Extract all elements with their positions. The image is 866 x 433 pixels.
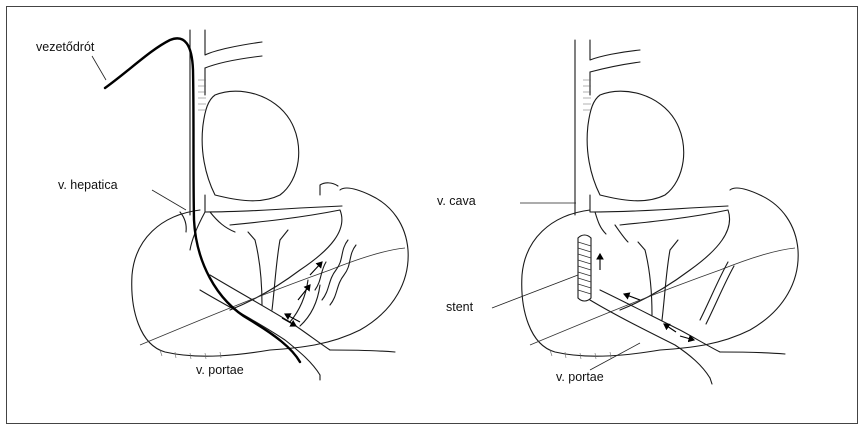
portal-vein-left-label: v. portae: [196, 363, 244, 377]
stent-label: stent: [446, 300, 473, 314]
hepatic-vein-label: v. hepatica: [58, 178, 118, 192]
left-heart-outline: [202, 91, 299, 201]
left-panel-drawing: [132, 30, 408, 380]
guidewire-line: [105, 38, 300, 362]
stent-graphic: [578, 235, 591, 301]
portal-vein-right-label: v. portae: [556, 370, 604, 384]
vena-cava-label: v. cava: [437, 194, 476, 208]
guidewire-label: vezetődrót: [36, 40, 94, 54]
right-heart-outline: [587, 91, 684, 201]
leader-hepatic-vein: [152, 190, 186, 210]
right-panel-drawing: [522, 40, 798, 384]
leader-stent: [492, 275, 578, 308]
leader-guidewire: [92, 56, 106, 80]
